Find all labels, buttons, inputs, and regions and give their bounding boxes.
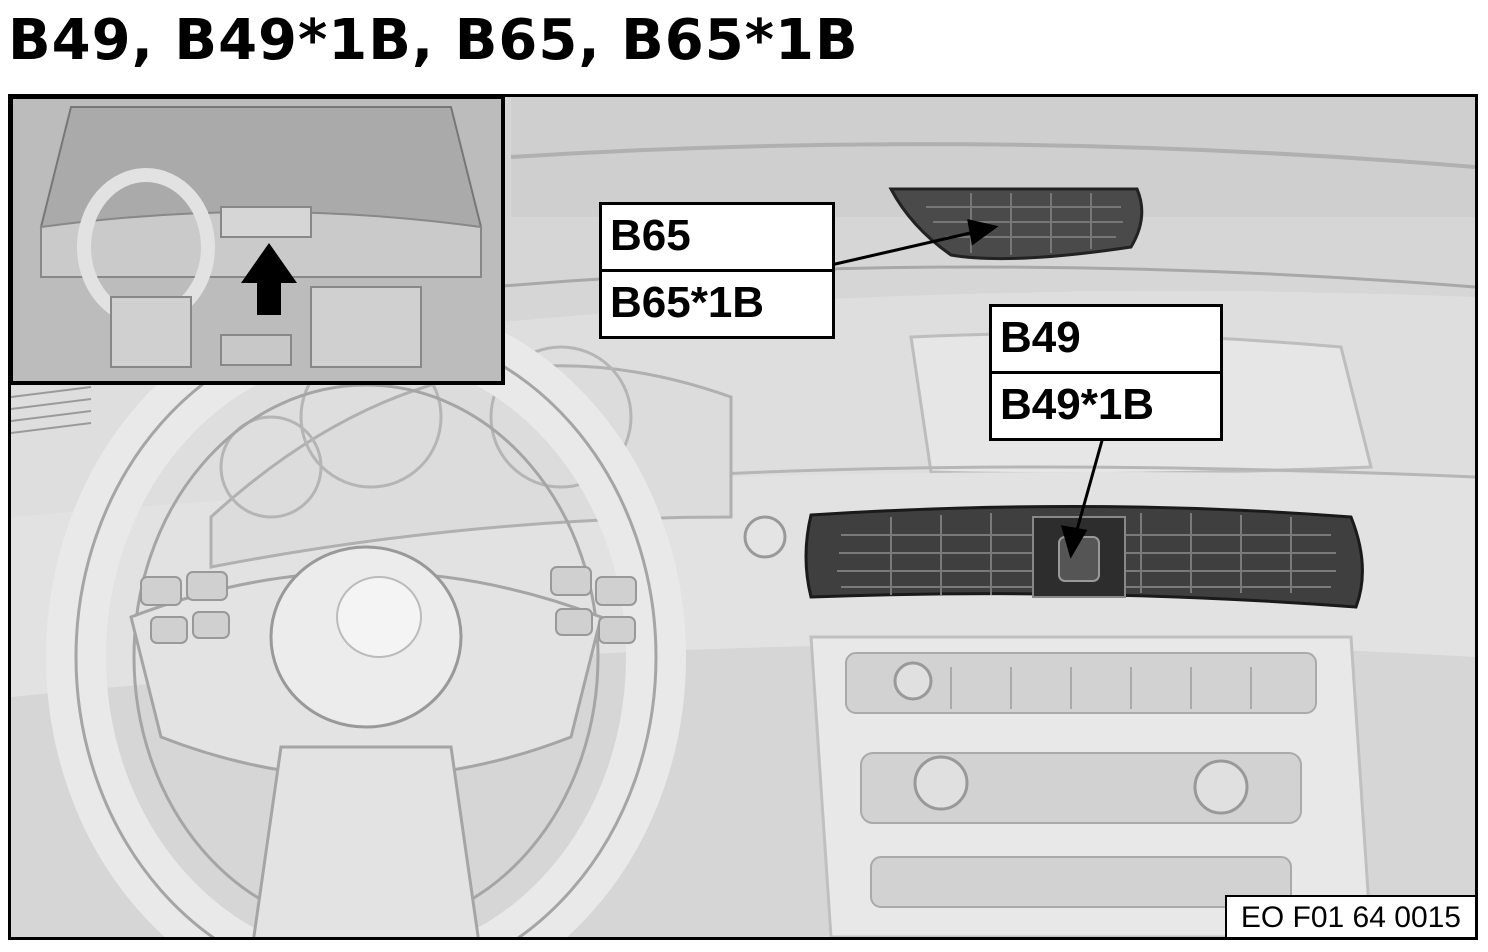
inset-overview [11, 97, 505, 385]
location-arrow-icon [241, 243, 297, 315]
control-panel-icon [809, 635, 1373, 937]
center-vent-icon [804, 504, 1364, 609]
callout-b65-line2: B65*1B [602, 269, 832, 336]
diagram-figure: B65 B65*1B B49 B49*1B EO F01 64 0015 [8, 94, 1478, 940]
leader-lines [830, 219, 1105, 559]
callout-b65: B65 B65*1B [599, 202, 835, 339]
callout-b65-line1: B65 [610, 211, 691, 260]
callout-b49: B49 B49*1B [989, 304, 1223, 441]
hazard-button-icon [743, 515, 787, 559]
upper-vent-icon [888, 187, 1144, 261]
page-title: B49, B49*1B, B65, B65*1B [8, 8, 859, 73]
callout-b49-line1: B49 [1000, 313, 1081, 362]
callout-b49-line2: B49*1B [992, 371, 1220, 438]
figure-id: EO F01 64 0015 [1224, 895, 1475, 937]
